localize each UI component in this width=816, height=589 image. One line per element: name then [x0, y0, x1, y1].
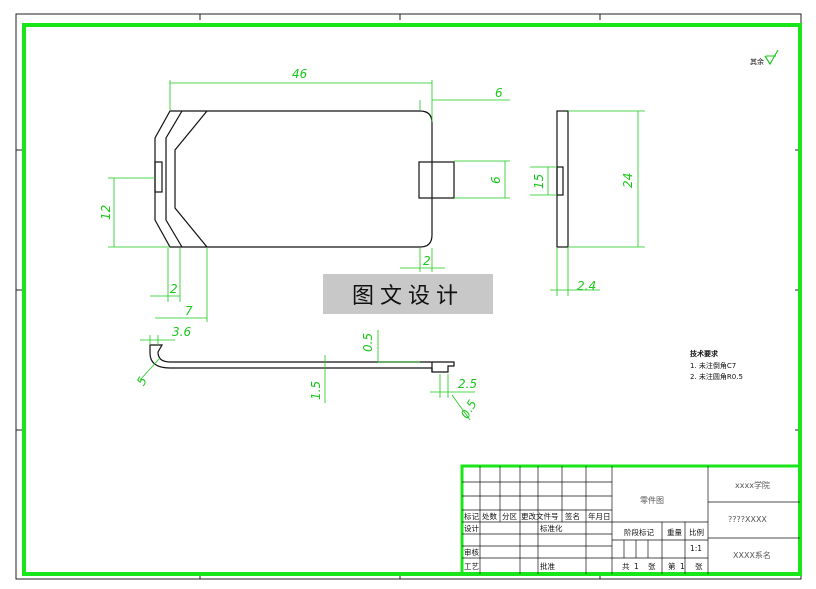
tb-di: 第 [668, 561, 676, 571]
tb-biaozhunhua: 标准化 [540, 523, 563, 533]
tb-school: xxxx学院 [735, 480, 770, 490]
tb-bili: 比例 [689, 527, 704, 537]
section-view-dimensions [139, 330, 475, 421]
dim-2-4: 2.4 [577, 279, 596, 293]
side-view [556, 110, 569, 248]
dim-5: 5 [134, 374, 150, 388]
tb-zhongliang: 重量 [667, 528, 682, 537]
tb-pizhun: 批准 [540, 561, 555, 571]
roughness-icon [764, 49, 779, 66]
dim-6-top: 6 [495, 86, 503, 100]
dim-2-right: 2 [423, 254, 431, 268]
tb-jieduan: 阶段标记 [624, 527, 654, 537]
tb-chushu: 处数 [482, 511, 497, 521]
tb-scale: 1:1 [690, 544, 702, 553]
dim-46: 46 [292, 67, 308, 81]
front-view-dimensions [108, 80, 510, 322]
dim-15: 15 [532, 174, 546, 189]
tb-one-b: 1 [680, 562, 685, 571]
tb-gongyi: 工艺 [464, 562, 479, 571]
watermark-banner: 图文设计 [323, 274, 493, 314]
tb-zhang1: 张 [648, 562, 656, 571]
tb-zhang2: 张 [695, 562, 703, 571]
front-view [154, 110, 455, 248]
dim-7: 7 [185, 304, 193, 318]
tb-fenqu: 分区 [502, 512, 517, 521]
tb-gengai: 更改文件号 [521, 511, 559, 521]
section-view [149, 344, 455, 373]
dim-2-5: 2.5 [458, 377, 477, 391]
tb-drawing-no: ????XXXX [728, 515, 767, 524]
dim-6-tab: 6 [489, 176, 503, 184]
dim-12: 12 [99, 205, 113, 220]
dim-2-bottom: 2 [170, 282, 178, 296]
tech-req-line1: 1. 未注倒角C7 [690, 361, 736, 370]
dim-0-5-bottom: 0.5 [458, 397, 480, 421]
tb-biaoji: 标记 [464, 511, 479, 521]
tech-req-line2: 2. 未注圆角R0.5 [690, 372, 743, 381]
dim-3-6: 3.6 [172, 325, 191, 339]
tb-drawing-name: 零件图 [640, 495, 664, 505]
drawing-frame [22, 23, 802, 576]
tb-dept: XXXX系名 [733, 550, 771, 560]
roughness-label: 其余 [750, 57, 764, 66]
dim-0-5-top: 0.5 [361, 333, 375, 352]
dim-1-5: 1.5 [309, 381, 323, 400]
tb-sheji: 设计 [464, 523, 479, 533]
title-block: 标记 处数 分区 更改文件号 签名 年月日 设计 标准化 审核 工艺 批准 零件… [460, 464, 802, 576]
dim-24: 24 [621, 173, 635, 188]
tech-req-title: 技术要求 [690, 349, 719, 358]
side-view-dimensions [530, 110, 645, 296]
tb-shenhe: 审核 [464, 547, 479, 557]
tb-qianming: 签名 [565, 511, 580, 521]
tb-nianyueri: 年月日 [588, 511, 611, 521]
tb-one-a: 1 [634, 562, 639, 571]
tb-gong: 共 [622, 562, 630, 571]
